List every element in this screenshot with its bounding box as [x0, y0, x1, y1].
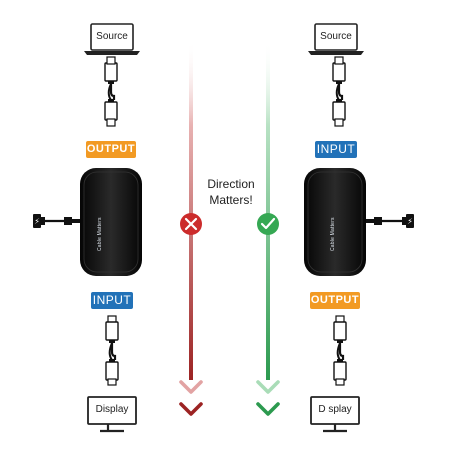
correct-direction-check-icon: [257, 213, 279, 235]
left-output-tag: OUTPUT: [86, 141, 136, 158]
left-usb-power-cable-icon: ⚡: [33, 214, 80, 228]
right-display-label: D splay: [318, 404, 352, 415]
svg-text:⚡: ⚡: [407, 217, 413, 226]
right-adapter-brand: Cable Matters: [330, 217, 336, 251]
direction-caption-line1: Direction: [207, 177, 255, 191]
left-source-laptop-icon: [84, 23, 140, 55]
right-source-label: Source: [320, 31, 352, 42]
left-display-label: Display: [95, 404, 129, 415]
svg-text:⚡: ⚡: [34, 217, 40, 226]
right-adapter-device: [304, 168, 366, 276]
left-source-label: Source: [96, 31, 128, 42]
right-output-tag: OUTPUT: [310, 292, 360, 309]
right-top-cable-icon: [332, 56, 346, 127]
left-red-arrow: [179, 40, 203, 416]
direction-caption-line2: Matters!: [209, 193, 253, 207]
direction-caption: Direction Matters!: [196, 176, 266, 208]
right-bottom-cable-icon: [333, 315, 347, 386]
right-usb-power-cable-icon: ⚡: [366, 214, 414, 228]
left-adapter-brand: Cable Matters: [97, 217, 103, 251]
right-source-laptop-icon: [308, 23, 364, 55]
left-top-cable-icon: [104, 56, 118, 127]
wrong-direction-x-icon: [180, 213, 202, 235]
left-input-tag: INPUT: [91, 292, 133, 309]
right-display-monitor-icon: [310, 396, 360, 433]
left-bottom-cable-icon: [105, 315, 119, 386]
left-display-monitor-icon: [87, 396, 137, 433]
right-input-tag: INPUT: [315, 141, 357, 158]
left-adapter-device: [80, 168, 142, 276]
right-green-arrow: [256, 40, 280, 416]
